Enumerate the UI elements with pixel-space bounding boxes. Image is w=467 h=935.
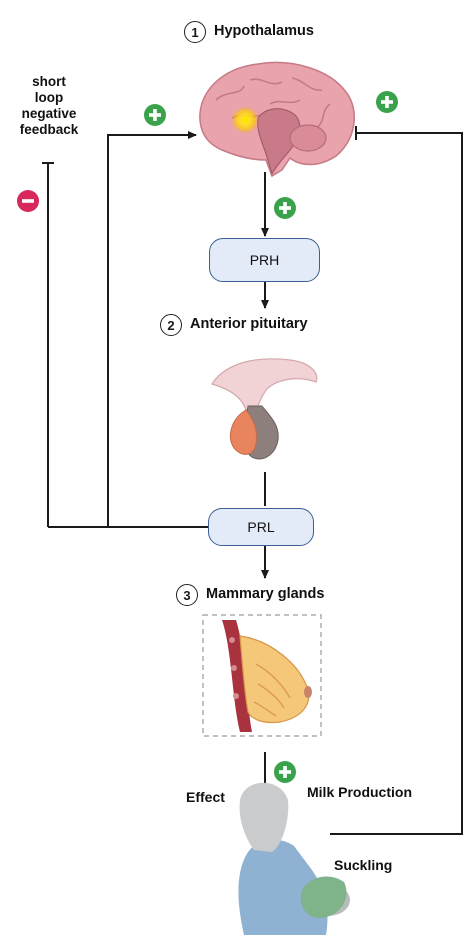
short-loop-negative-feedback-label: short loop negative feedback [8,74,90,138]
prh-hormone-node: PRH [209,238,320,282]
mammary-glands-label: Mammary glands [206,586,324,602]
plus-icon [274,761,296,783]
prl-positive-loop-line [108,135,196,527]
feedback-line-4: feedback [8,122,90,138]
step-number-hypothalamus: 1 [184,21,206,43]
minus-icon [17,190,39,212]
suckling-feedback-line [330,133,462,834]
brain-icon [200,62,354,176]
suckling-label: Suckling [334,857,392,873]
feedback-line-2: loop [8,90,90,106]
step-number-mammary: 3 [176,584,198,606]
plus-icon [274,197,296,219]
feedback-line-1: short [8,74,90,90]
breast-icon [203,615,321,736]
milk-production-label: Milk Production [307,784,412,800]
pituitary-icon [212,359,317,459]
hypothalamus-label: Hypothalamus [214,23,314,39]
effect-label: Effect [186,789,225,805]
prl-hormone-node: PRL [208,508,314,546]
plus-icon [144,104,166,126]
connector-lines [42,126,462,836]
step-number-pituitary: 2 [160,314,182,336]
plus-icon [376,91,398,113]
anterior-pituitary-label: Anterior pituitary [190,316,308,332]
feedback-line-3: negative [8,106,90,122]
